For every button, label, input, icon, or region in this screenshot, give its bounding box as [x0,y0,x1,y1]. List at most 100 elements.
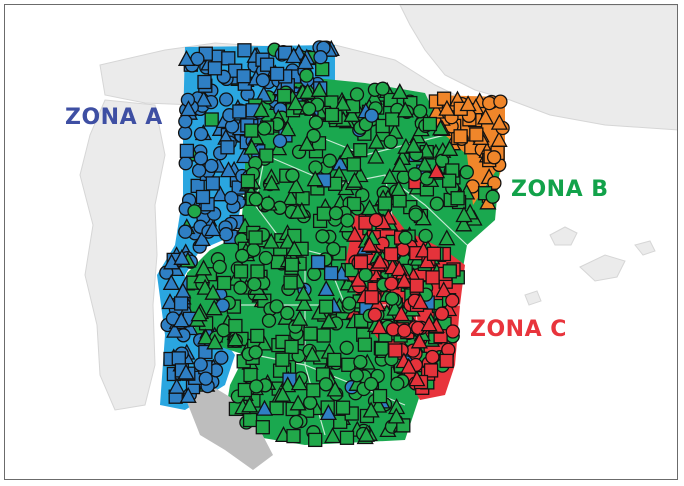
station-markers [159,39,510,448]
station-marker-circle [397,323,412,338]
station-marker-triangle [299,82,317,99]
station-marker-triangle [296,53,314,70]
station-marker-triangle [205,299,223,316]
station-marker-circle [425,349,440,365]
station-marker-triangle [285,47,303,64]
station-marker-triangle [405,136,423,153]
station-marker-square [269,400,284,416]
station-marker-triangle [235,147,254,164]
station-marker-triangle [279,376,297,393]
station-marker-triangle [173,248,191,265]
station-marker-triangle [161,293,179,310]
station-marker-triangle [219,161,238,178]
station-marker-square [248,230,263,245]
station-marker-triangle [177,363,195,380]
station-marker-square [306,383,321,398]
station-marker-triangle [255,399,274,416]
station-marker-circle [193,357,208,372]
station-marker-circle [307,266,322,282]
station-marker-square [269,66,285,82]
station-marker-circle [269,299,284,314]
station-marker-square [442,264,457,279]
station-marker-square [242,412,258,428]
station-marker-circle [459,165,474,180]
station-marker-circle [342,296,357,311]
station-marker-circle [289,414,304,430]
station-marker-circle [198,371,213,386]
station-marker-triangle [282,189,300,206]
station-marker-triangle [193,267,211,284]
station-marker-circle [178,114,193,129]
station-marker-square [425,270,440,285]
station-marker-circle [233,280,248,295]
station-marker-triangle [390,180,408,197]
station-marker-circle [493,94,508,109]
station-marker-square [283,275,298,290]
station-marker-square [409,278,424,293]
station-marker-triangle [490,113,508,130]
station-marker-square [216,275,232,291]
station-marker-triangle [295,294,313,311]
station-marker-square [383,247,399,262]
station-marker-triangle [346,171,364,188]
station-marker-circle [429,196,445,211]
station-marker-circle [193,151,209,166]
station-marker-circle [375,81,390,96]
balearic-island-3 [634,240,656,256]
station-marker-circle [315,229,330,244]
station-marker-square [469,127,484,142]
station-marker-triangle [357,425,375,442]
station-marker-circle [216,323,231,338]
station-marker-square [221,51,236,66]
station-marker-triangle [455,215,473,232]
station-marker-triangle [303,345,321,362]
station-marker-triangle [391,83,409,100]
station-marker-square [346,196,362,212]
station-marker-circle [261,313,277,328]
station-marker-square [276,88,292,104]
station-marker-circle [398,230,413,245]
station-marker-square [316,328,331,343]
station-marker-triangle [476,108,495,125]
station-marker-square [353,255,369,270]
station-marker-triangle [241,396,259,413]
balearic-island-1 [549,226,578,246]
station-marker-circle [486,150,502,165]
station-marker-circle [485,189,500,204]
station-marker-circle [418,228,433,244]
station-marker-circle [313,50,328,65]
station-marker-square [388,343,403,358]
station-marker-circle [303,395,318,410]
station-marker-circle [280,305,295,321]
station-marker-square [237,43,252,58]
station-marker-circle [187,204,202,219]
station-marker-circle [363,376,379,392]
station-marker-triangle [416,155,434,172]
station-marker-circle [445,324,460,339]
station-marker-triangle [263,174,281,191]
station-marker-square [335,400,351,415]
station-marker-triangle [455,206,473,223]
station-marker-square [284,257,300,272]
station-marker-triangle [360,235,379,252]
station-marker-triangle [195,259,213,276]
station-marker-triangle [317,280,335,297]
station-marker-square [372,388,388,404]
station-marker-circle [308,115,324,130]
station-marker-circle [368,212,384,228]
station-marker-circle [413,104,428,119]
station-marker-triangle [368,132,386,149]
station-marker-circle [191,163,207,178]
station-marker-square [207,61,223,76]
station-marker-triangle [274,385,292,402]
station-marker-square [197,74,212,90]
station-marker-square [426,246,442,261]
station-marker-square [275,352,290,367]
station-marker-triangle [162,274,180,291]
station-marker-square [450,191,465,206]
station-marker-square [303,326,318,341]
station-marker-triangle [370,318,388,335]
station-marker-circle [434,306,450,321]
station-marker-circle [318,377,334,392]
station-marker-circle [214,350,229,365]
